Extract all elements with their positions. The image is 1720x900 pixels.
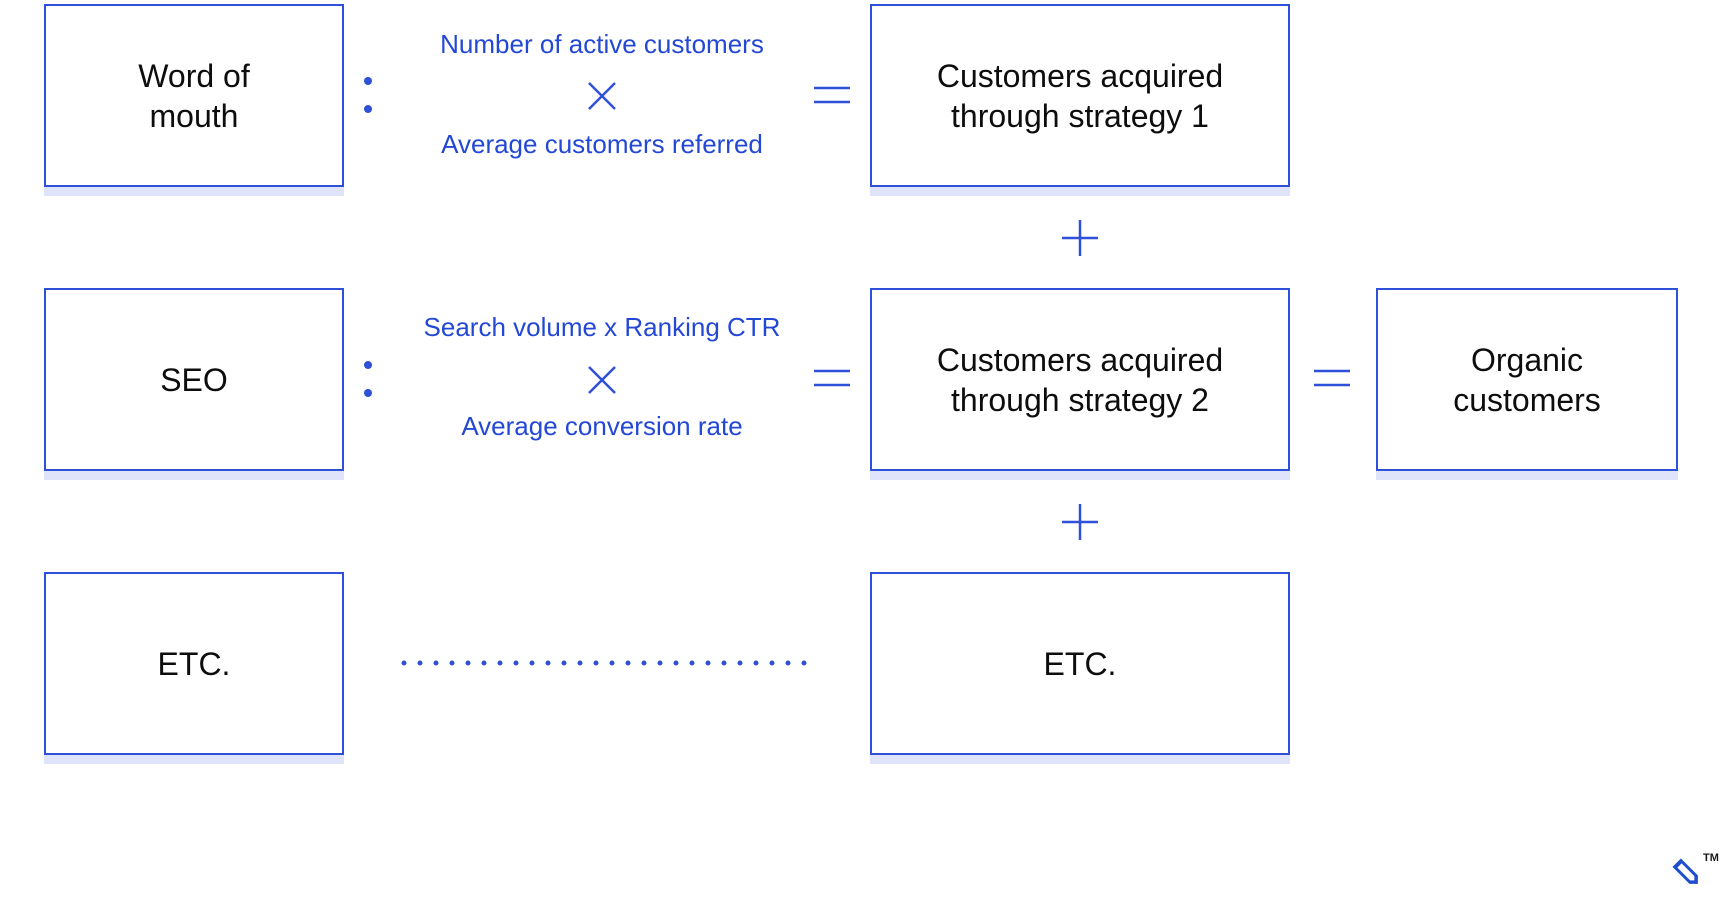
equals-icon bbox=[814, 369, 850, 387]
times-icon bbox=[588, 82, 616, 110]
total-box-organic-customers: Organic customers bbox=[1376, 288, 1678, 471]
strategy-box-etc: ETC. bbox=[44, 572, 344, 755]
strategy-box-word-of-mouth: Word of mouth bbox=[44, 4, 344, 187]
strategy-label: SEO bbox=[160, 361, 228, 398]
trademark-text: TM bbox=[1703, 852, 1719, 864]
formula-top-text: Number of active customers bbox=[440, 29, 764, 59]
result-box-etc: ETC. bbox=[870, 572, 1290, 755]
strategy-label: Word of mouth bbox=[138, 57, 250, 134]
formula-top-text: Search volume x Ranking CTR bbox=[423, 312, 781, 342]
equals-icon bbox=[814, 86, 850, 104]
total-label: Organic customers bbox=[1453, 341, 1601, 418]
equals-icon bbox=[1314, 369, 1350, 387]
plus-icon bbox=[1062, 220, 1098, 256]
formula-bottom-text: Average conversion rate bbox=[461, 411, 743, 441]
plus-icon bbox=[1062, 504, 1098, 540]
result-label: Customers acquired through strategy 1 bbox=[936, 57, 1224, 134]
result-label: Customers acquired through strategy 2 bbox=[936, 341, 1224, 418]
colon-icon bbox=[364, 361, 372, 397]
result-box-strategy-1: Customers acquired through strategy 1 bbox=[870, 4, 1290, 187]
strategy-box-seo: SEO bbox=[44, 288, 344, 471]
result-label: ETC. bbox=[1043, 645, 1117, 682]
dotted-leader bbox=[401, 660, 811, 666]
colon-icon bbox=[364, 77, 372, 113]
formula-bottom-text: Average customers referred bbox=[441, 129, 763, 159]
times-icon bbox=[588, 366, 616, 394]
result-box-strategy-2: Customers acquired through strategy 2 bbox=[870, 288, 1290, 471]
toptal-logo bbox=[1672, 858, 1698, 884]
strategy-label: ETC. bbox=[157, 645, 231, 682]
